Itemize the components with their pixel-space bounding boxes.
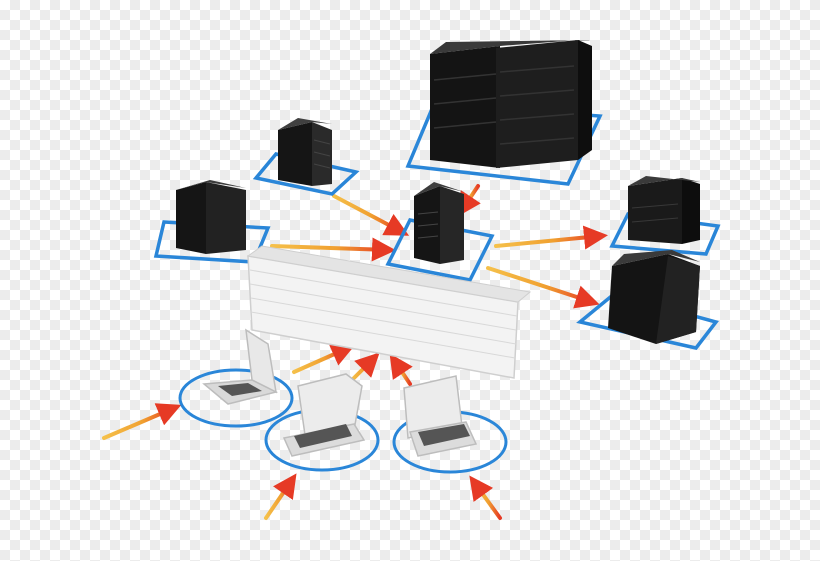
server-left-icon [176, 180, 246, 254]
server-right-upper-icon [628, 176, 700, 244]
laptop-center-icon [282, 373, 366, 457]
arrow-rack-to-hub [457, 184, 481, 217]
pad-laptop-left [178, 368, 294, 428]
server-right-lower-icon [608, 250, 700, 344]
arrow-incoming-left [102, 403, 182, 440]
server-rack-icon [430, 40, 592, 168]
arrow-hub-to-right-lower [486, 266, 600, 309]
arrow-incoming-center [264, 473, 297, 520]
brick-wall-icon [246, 245, 532, 379]
pad-server-hub [385, 218, 495, 282]
arrow-incoming-right [469, 475, 502, 520]
server-top-left-icon [278, 118, 332, 186]
connection-arrows [102, 184, 608, 520]
arrow-laptop-left-to-wall [292, 343, 356, 374]
laptop-left-icon [202, 328, 279, 405]
laptop-right-icon [403, 375, 478, 457]
arrow-hub-to-right-upper [494, 225, 608, 250]
arrow-laptop-right-to-wall [389, 353, 413, 386]
arrow-left-to-hub [270, 237, 396, 262]
server-hub-icon [414, 182, 464, 264]
arrow-topleft-to-hub [332, 194, 410, 236]
arrow-laptop-center-to-wall [350, 352, 380, 382]
